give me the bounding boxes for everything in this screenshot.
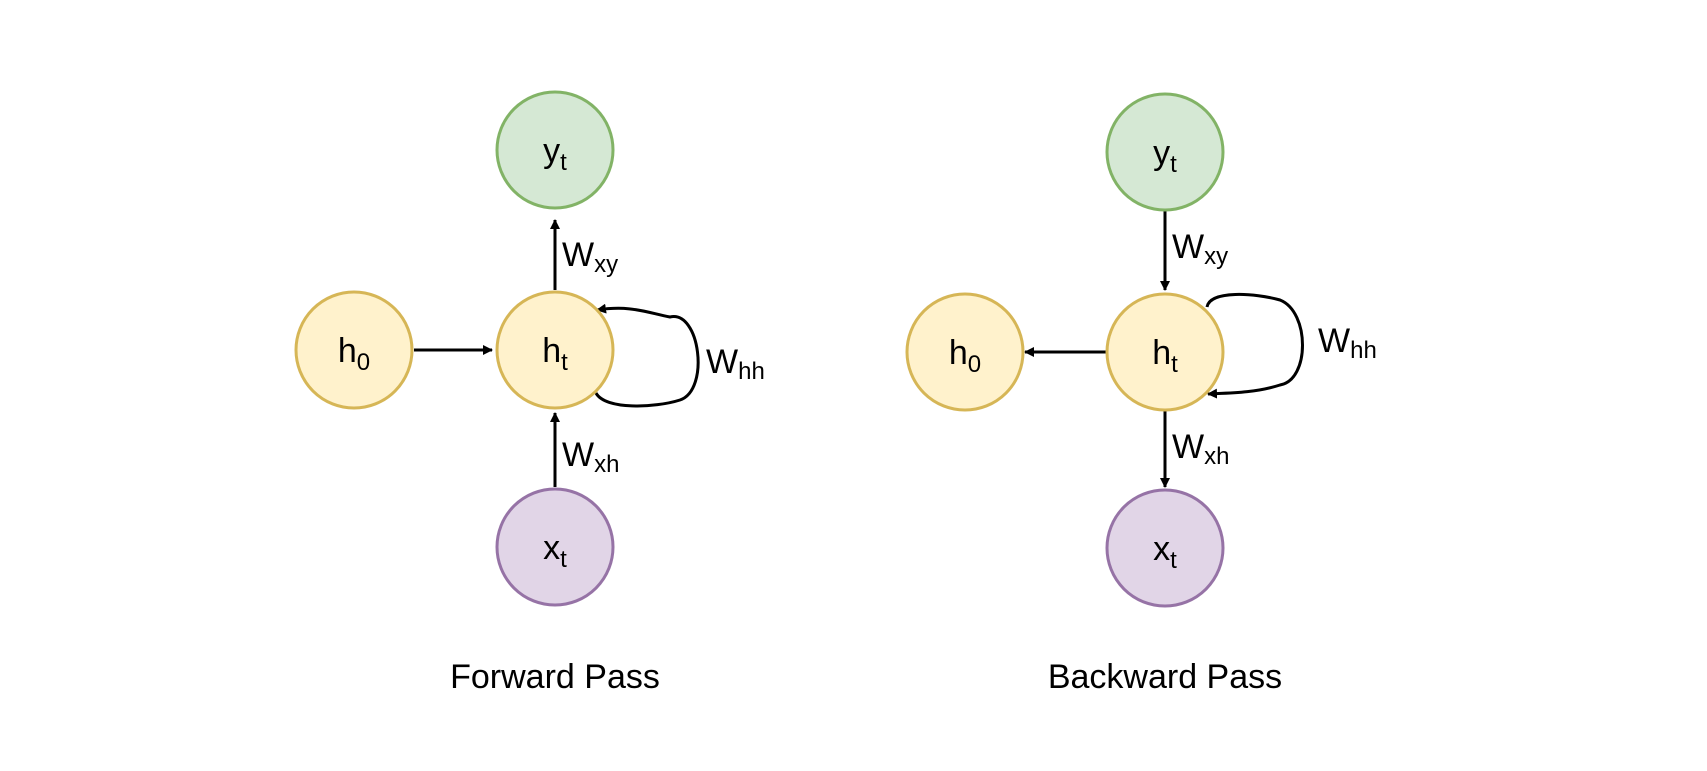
forward-node-h0-label: h0 xyxy=(338,332,370,376)
backward-node-x: xt xyxy=(1105,488,1225,608)
backward-node-x-circle xyxy=(1105,488,1225,608)
backward-edge-label-wxy: Wxy xyxy=(1172,228,1228,270)
backward-node-h0: h0 xyxy=(905,292,1025,412)
forward-node-y: yt xyxy=(495,90,615,210)
forward-edge-label-wxh: Wxh xyxy=(562,436,619,478)
backward-node-h0-label: h0 xyxy=(949,334,981,378)
forward-node-h: ht xyxy=(495,290,615,410)
backward-pass-panel: yt ht h0 xt Wxy Whh Wxh Backward Pass xyxy=(905,92,1377,696)
forward-edge-label-whh: Whh xyxy=(706,343,765,385)
backward-node-y-circle xyxy=(1105,92,1225,212)
backward-node-x-label: xt xyxy=(1153,530,1177,574)
backward-pass-caption: Backward Pass xyxy=(1048,658,1282,696)
forward-pass-panel: yt ht h0 xt Wxy Whh Wxh Forward Pass xyxy=(294,90,765,696)
forward-node-h-label: ht xyxy=(542,332,568,376)
forward-node-h-circle xyxy=(495,290,615,410)
backward-node-h-label: ht xyxy=(1152,334,1178,378)
backward-node-y-label: yt xyxy=(1153,134,1177,178)
forward-edge-h-self-loop xyxy=(594,303,700,408)
backward-node-h: ht xyxy=(1105,292,1225,412)
backward-edge-h-self-loop xyxy=(1205,293,1304,399)
backward-node-y: yt xyxy=(1105,92,1225,212)
backward-edge-label-wxh: Wxh xyxy=(1172,428,1229,470)
forward-node-x-circle xyxy=(495,487,615,607)
forward-edge-label-wxy: Wxy xyxy=(562,236,618,278)
forward-node-x: xt xyxy=(495,487,615,607)
forward-node-h0-circle xyxy=(294,290,414,410)
forward-pass-caption: Forward Pass xyxy=(450,658,660,696)
backward-node-h-circle xyxy=(1105,292,1225,412)
forward-node-h0: h0 xyxy=(294,290,414,410)
backward-edge-label-whh: Whh xyxy=(1318,322,1377,364)
forward-node-y-label: yt xyxy=(543,132,567,176)
forward-node-y-circle xyxy=(495,90,615,210)
forward-node-x-label: xt xyxy=(543,529,567,573)
backward-node-h0-circle xyxy=(905,292,1025,412)
